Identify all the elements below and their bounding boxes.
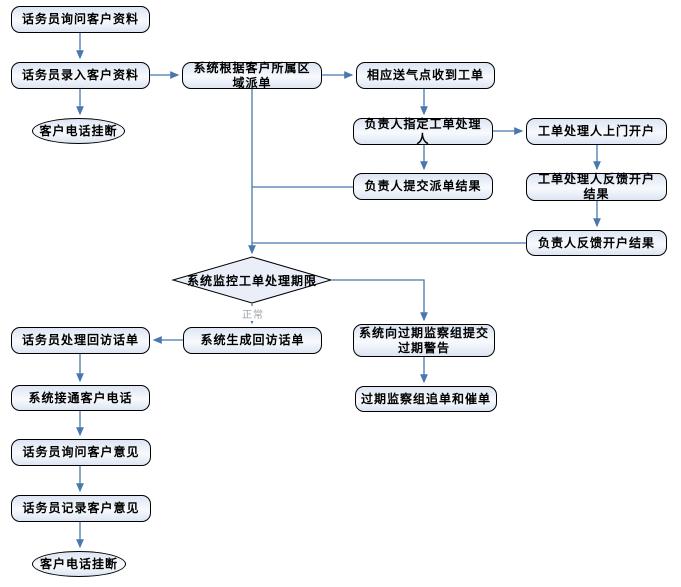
node-leader-feedback: 负责人反馈开户结果 [526,230,667,256]
node-dispatch-by-region: 系统根据客户所属区域派单 [182,61,322,90]
node-gen-callback-sheet: 系统生成回访话单 [183,327,322,354]
node-overdue-warning: 系统向过期监察组提交过期警告 [353,324,495,357]
node-submit-dispatch-result: 负责人提交派单结果 [353,173,493,200]
node-ask-opinion: 话务员询问客户意见 [11,439,151,466]
node-door-open-account: 工单处理人上门开户 [526,118,667,145]
node-overdue-chase: 过期监察组追单和催单 [355,386,497,412]
node-record-opinion: 话务员记录客户意见 [11,495,151,522]
node-hangup-1: 客户电话挂断 [32,118,125,144]
node-monitor-deadline: 系统监控工单处理期限 [186,273,317,288]
node-enter-info: 话务员录入客户资料 [11,62,150,89]
node-gas-point-receive: 相应送气点收到工单 [356,62,495,89]
node-ask-info: 话务员询问客户资料 [11,6,150,33]
node-assign-handler: 负责人指定工单处理人 [353,117,493,146]
node-handler-feedback: 工单处理人反馈开户结果 [526,172,667,201]
arrow-monitor-to-overduewarning [331,279,428,322]
edge-label-normal: 正常 [236,306,270,321]
node-connect-phone: 系统接通客户电话 [11,385,150,411]
node-hangup-2: 客户电话挂断 [32,551,126,577]
node-handle-callback-sheet: 话务员处理回访话单 [11,327,150,354]
